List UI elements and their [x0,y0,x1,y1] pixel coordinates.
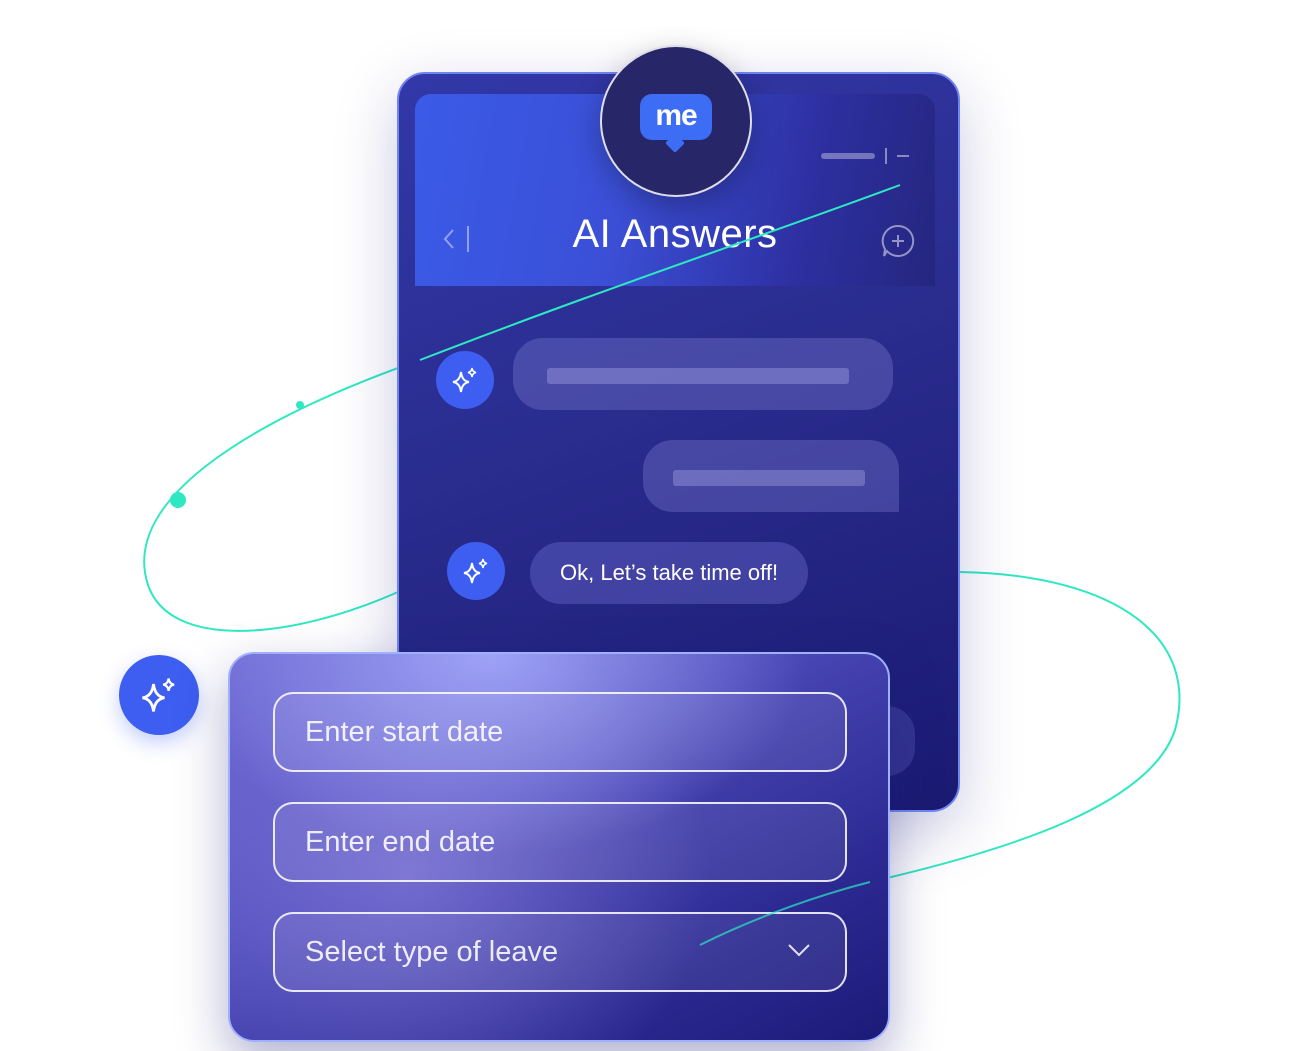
leave-type-placeholder: Select type of leave [305,936,559,968]
leave-request-form: Enter start date Enter end date Select t… [228,652,890,1042]
message-text-placeholder [547,368,849,384]
sparkle-icon [463,558,488,584]
ai-avatar [447,542,505,600]
ai-avatar [436,351,494,409]
message-text-placeholder [673,470,865,486]
chevron-down-icon [788,944,810,957]
start-date-field[interactable]: Enter start date [273,692,847,772]
end-date-field[interactable]: Enter end date [273,802,847,882]
end-date-placeholder: Enter end date [305,826,496,858]
window-control-separator [885,148,887,164]
user-bubble-placeholder [643,440,899,512]
ai-message: Ok, Let’s take time off! [530,542,809,604]
me-logo-icon: me [640,94,712,140]
window-control-bar [821,153,875,159]
ai-sparkle-button [119,655,199,735]
start-date-placeholder: Enter start date [305,716,504,748]
chat-title: AI Answers [572,212,778,256]
brand-logo-badge: me [600,45,752,197]
add-comment-icon[interactable] [881,224,915,258]
leave-type-select[interactable]: Select type of leave [273,912,847,992]
sparkle-icon [452,367,477,393]
window-controls[interactable] [821,148,909,164]
sparkle-icon [142,678,175,712]
minimize-icon[interactable] [897,155,909,157]
